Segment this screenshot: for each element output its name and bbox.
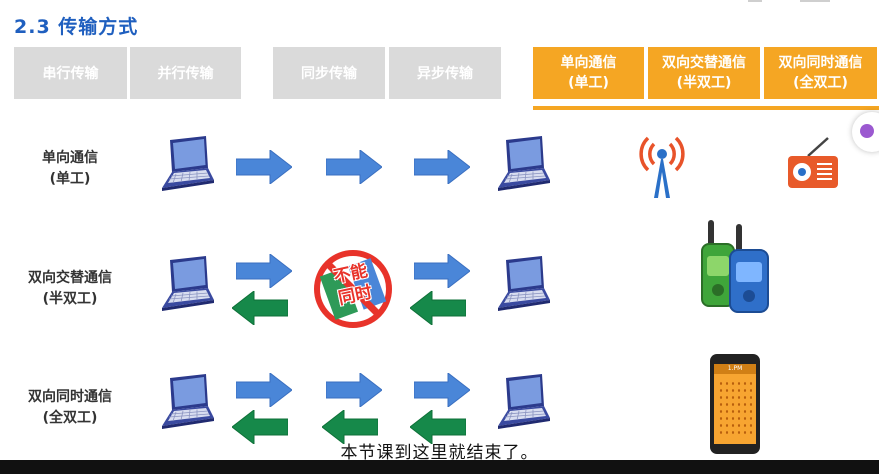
- tab-underline: [533, 106, 879, 110]
- tab-half-duplex[interactable]: 双向交替通信 (半双工): [648, 47, 760, 99]
- assistant-icon: [860, 124, 874, 138]
- laptop-icon: [156, 136, 216, 192]
- tab-full-duplex-line2: (全双工): [793, 75, 848, 91]
- row-label-line1: 双向同时通信: [28, 389, 112, 405]
- video-subtitle: 本节课到这里就结束了。: [340, 443, 539, 463]
- tab-parallel[interactable]: 并行传输: [130, 47, 241, 99]
- blue-arrow-icon: [414, 254, 470, 288]
- row-label-half-duplex: 双向交替通信 (半双工): [10, 268, 130, 310]
- blue-arrow-icon: [326, 373, 382, 407]
- tab-serial[interactable]: 串行传输: [14, 47, 127, 99]
- phone-screen: 1.PM: [714, 364, 756, 444]
- blue-arrow-icon: [414, 150, 470, 184]
- top-divider: [800, 0, 830, 2]
- row-label-simplex: 单向通信 (单工): [10, 148, 130, 190]
- row-label-line2: (半双工): [42, 291, 98, 307]
- laptop-icon: [492, 374, 552, 430]
- green-arrow-icon: [410, 291, 466, 325]
- laptop-icon: [492, 256, 552, 312]
- tab-half-duplex-line2: (半双工): [676, 75, 732, 91]
- row-label-line1: 双向交替通信: [28, 270, 112, 286]
- bottom-bar: [0, 460, 879, 474]
- laptop-icon: [492, 136, 552, 192]
- blue-arrow-icon: [236, 254, 292, 288]
- green-arrow-icon: [232, 291, 288, 325]
- row-label-line1: 单向通信: [42, 150, 98, 166]
- tab-asynchronous-label: 异步传输: [417, 66, 473, 82]
- smartphone-icon: 1.PM: [710, 354, 760, 454]
- laptop-icon: [156, 256, 216, 312]
- antenna-icon: [639, 136, 685, 198]
- phone-grid: [718, 380, 752, 438]
- row-label-line2: (单工): [49, 171, 91, 187]
- tab-synchronous[interactable]: 同步传输: [273, 47, 385, 99]
- floating-assistant-button[interactable]: [852, 112, 879, 152]
- tab-simplex-line1: 单向通信: [560, 55, 617, 71]
- blue-arrow-icon: [326, 150, 382, 184]
- tab-half-duplex-line1: 双向交替通信: [662, 55, 746, 71]
- page-title: 2.3 传输方式: [14, 16, 139, 38]
- top-divider: [748, 0, 762, 2]
- blue-arrow-icon: [236, 150, 292, 184]
- row-label-line2: (全双工): [42, 410, 98, 426]
- tab-parallel-label: 并行传输: [157, 66, 214, 82]
- tab-full-duplex-line1: 双向同时通信: [778, 55, 863, 71]
- walkie-talkie-icon: [701, 220, 769, 313]
- tab-simplex[interactable]: 单向通信 (单工): [533, 47, 644, 99]
- blue-arrow-icon: [414, 373, 470, 407]
- tab-full-duplex[interactable]: 双向同时通信 (全双工): [764, 47, 877, 99]
- tab-asynchronous[interactable]: 异步传输: [389, 47, 501, 99]
- blue-arrow-icon: [236, 373, 292, 407]
- tab-synchronous-label: 同步传输: [301, 66, 357, 82]
- radio-icon: [788, 137, 838, 188]
- row-label-full-duplex: 双向同时通信 (全双工): [10, 387, 130, 429]
- laptop-icon: [156, 374, 216, 430]
- tab-simplex-line2: (单工): [568, 75, 609, 91]
- tab-serial-label: 串行传输: [42, 66, 99, 82]
- phone-top-bar: 1.PM: [714, 364, 756, 374]
- no-simultaneous-sign-icon: 不能 同时: [312, 248, 394, 330]
